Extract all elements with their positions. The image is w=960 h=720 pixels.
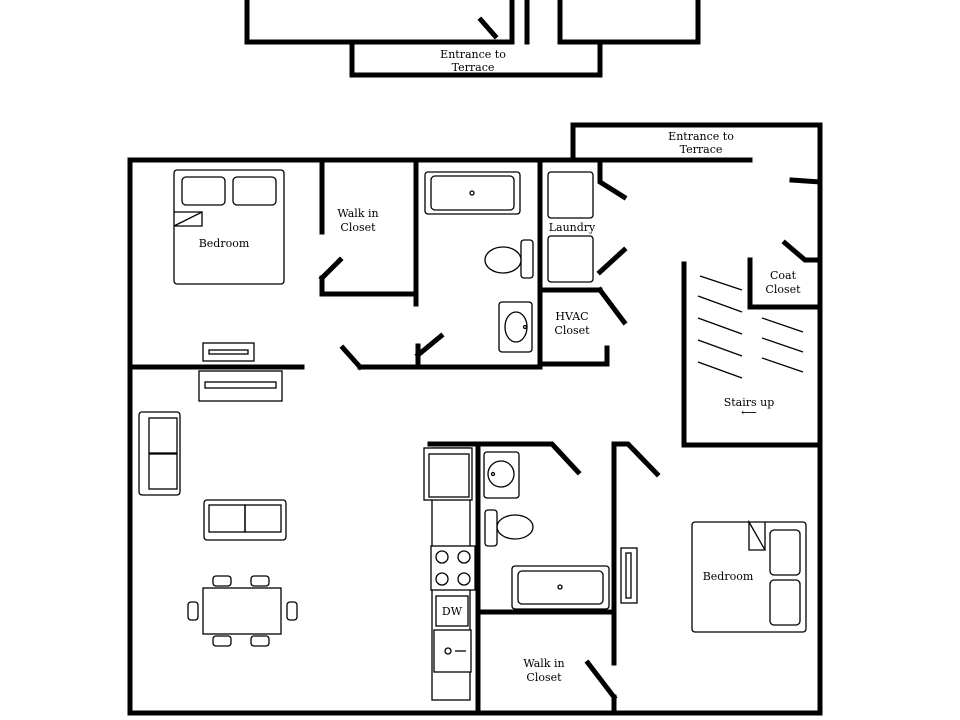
hall-rug-lower (198, 370, 283, 402)
stairs-arrow-icon: ⟵ (741, 406, 757, 419)
bathtub-top (424, 171, 521, 215)
toilet-top (484, 239, 534, 279)
interior-walls (127, 157, 823, 716)
dishwasher (435, 595, 469, 627)
bed-right (691, 519, 807, 633)
upper-plan-fragment: Entrance to Terrace (244, 0, 701, 78)
bathtub-bottom (511, 565, 610, 610)
sink-top (498, 301, 533, 353)
label-entrance-terrace-main-1: Entrance to (668, 130, 734, 143)
label-bedroom-left: Bedroom (199, 237, 250, 250)
kitchen-sink (433, 629, 472, 673)
label-dishwasher: DW (442, 605, 463, 618)
label-coat-closet-2: Closet (765, 283, 801, 296)
exterior-walls (127, 122, 823, 716)
label-walk-in-closet-bottom-2: Closet (526, 671, 562, 684)
hall-rug-upper (202, 342, 255, 362)
label-walk-in-closet-top-1: Walk in (337, 207, 378, 220)
dining-table (187, 575, 298, 647)
sofa-side (138, 411, 181, 496)
sink-bottom (483, 451, 520, 499)
loveseat (203, 499, 287, 541)
washer (547, 171, 594, 219)
label-entrance-terrace-top-1: Entrance to (440, 48, 506, 61)
bed-left (173, 169, 285, 285)
label-stairs-up: Stairs up (724, 396, 775, 409)
label-entrance-terrace-main-2: Terrace (680, 143, 723, 156)
label-entrance-terrace-top-2: Terrace (452, 61, 495, 74)
label-laundry: Laundry (549, 221, 596, 234)
label-coat-closet-1: Coat (770, 269, 797, 282)
label-hvac-closet-2: Closet (554, 324, 590, 337)
label-hvac-closet-1: HVAC (555, 310, 588, 323)
label-walk-in-closet-top-2: Closet (340, 221, 376, 234)
stairs (697, 275, 804, 379)
label-walk-in-closet-bottom-1: Walk in (523, 657, 564, 670)
dryer (547, 235, 594, 283)
toilet-bottom (484, 509, 534, 547)
towel-rack (620, 547, 638, 604)
stove (430, 545, 476, 591)
label-bedroom-right: Bedroom (703, 570, 754, 583)
